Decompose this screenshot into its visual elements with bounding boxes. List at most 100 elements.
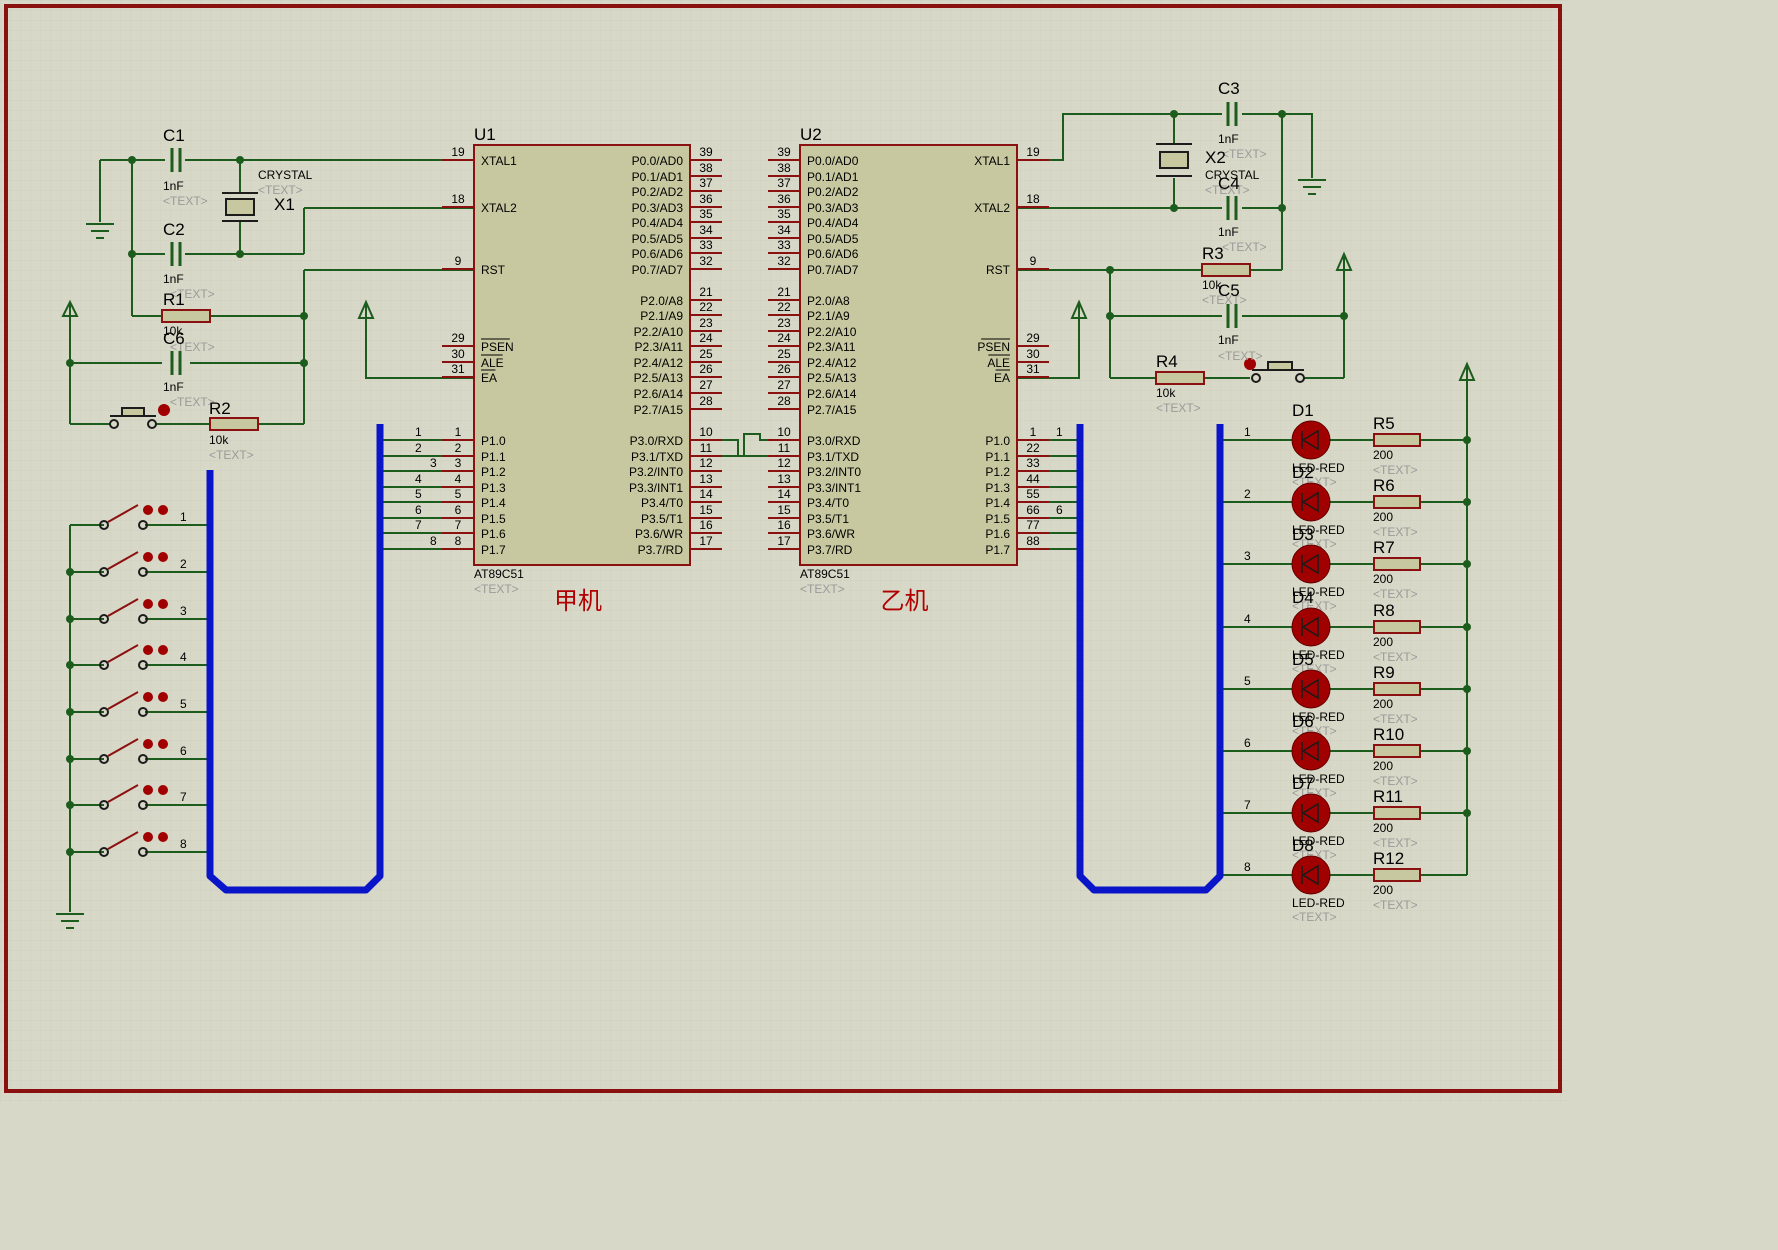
switch-icon bbox=[99, 551, 168, 577]
switch-icon bbox=[99, 598, 168, 624]
resistor-text: <TEXT> bbox=[1373, 587, 1418, 601]
u2-pin-name: P0.1/AD1 bbox=[807, 170, 859, 184]
u2-pin-name: P3.5/T1 bbox=[807, 512, 849, 526]
u1-pin-name: P2.0/A8 bbox=[640, 294, 683, 308]
u1-pin-name: P0.5/AD5 bbox=[632, 232, 684, 246]
schematic-sheet: U1AT89C51<TEXT>甲机19XTAL118XTAL29RST29PSE… bbox=[0, 0, 1568, 1102]
u2-pin-number: 15 bbox=[777, 503, 791, 517]
u1-pin-number: 15 bbox=[699, 503, 713, 517]
resistor-r4-icon bbox=[1155, 371, 1205, 385]
u2-pin-number: 55 bbox=[1026, 487, 1040, 501]
led-icon bbox=[1291, 482, 1331, 522]
u2-pin-name: P2.7/A15 bbox=[807, 403, 857, 417]
ground-icon bbox=[1298, 179, 1326, 195]
r2-ref: R2 bbox=[209, 399, 231, 418]
r3-ref: R3 bbox=[1202, 244, 1224, 263]
diode-icon bbox=[1301, 616, 1319, 638]
u2-pin-name: P3.2/INT0 bbox=[807, 465, 861, 479]
c2-ref: C2 bbox=[163, 220, 185, 239]
led-value: LED-RED bbox=[1292, 772, 1345, 786]
u2-pin-name: P3.6/WR bbox=[807, 527, 855, 541]
resistor-value: 200 bbox=[1373, 572, 1393, 586]
u1-pin-number: 18 bbox=[451, 192, 465, 206]
u2-pin-number: 22 bbox=[1026, 441, 1040, 455]
u2-pin-name: XTAL2 bbox=[974, 201, 1010, 215]
switch-icon bbox=[99, 784, 168, 810]
c5-value: 1nF bbox=[1218, 333, 1239, 347]
u2-pin-name: PSEN bbox=[977, 340, 1010, 354]
resistor-icon bbox=[1373, 682, 1421, 696]
u1-pin-number: 23 bbox=[699, 316, 713, 330]
u2-pin-name: EA bbox=[994, 371, 1010, 385]
led-value: LED-RED bbox=[1292, 710, 1345, 724]
u1-pin-name: P1.1 bbox=[481, 450, 506, 464]
u1-pin-name: P0.1/AD1 bbox=[632, 170, 684, 184]
u2-pin-name: ALE bbox=[987, 356, 1010, 370]
u1-pin-name: P1.0 bbox=[481, 434, 506, 448]
resistor-text: <TEXT> bbox=[1373, 774, 1418, 788]
led-bus-label: 5 bbox=[1244, 674, 1251, 688]
r3-value: 10k bbox=[1202, 278, 1222, 292]
u2-pin-number: 33 bbox=[1026, 456, 1040, 470]
u1-pin-name: P2.4/A12 bbox=[634, 356, 684, 370]
u2-pin-name: P1.4 bbox=[985, 496, 1010, 510]
u1-pin-number: 5 bbox=[455, 487, 462, 501]
switch-icon bbox=[99, 504, 168, 530]
u2-pin-name: P1.0 bbox=[985, 434, 1010, 448]
u2-pin-name: P2.3/A11 bbox=[807, 340, 856, 354]
resistor-value: 200 bbox=[1373, 883, 1393, 897]
c3-value: 1nF bbox=[1218, 132, 1239, 146]
switch-icon bbox=[99, 831, 168, 857]
diode-icon bbox=[1301, 740, 1319, 762]
resistor-icon bbox=[1373, 495, 1421, 509]
u1-pin-name: P0.4/AD4 bbox=[632, 216, 684, 230]
led-ref: D8 bbox=[1292, 836, 1314, 855]
resistor-text: <TEXT> bbox=[1373, 836, 1418, 850]
r2-text: <TEXT> bbox=[209, 448, 254, 462]
u1-pin-number: 19 bbox=[451, 145, 465, 159]
u2-pin-number: 44 bbox=[1026, 472, 1040, 486]
led-value: LED-RED bbox=[1292, 896, 1345, 910]
u1-pin-number: 22 bbox=[699, 300, 713, 314]
u1-pin-number: 38 bbox=[699, 161, 713, 175]
u2-pin-number: 22 bbox=[777, 300, 791, 314]
u2-pin-name: P1.5 bbox=[985, 512, 1010, 526]
x2-ref: X2 bbox=[1205, 148, 1226, 167]
u1-pin-number: 12 bbox=[699, 456, 713, 470]
u1-pin-name: P1.6 bbox=[481, 527, 506, 541]
led-icon bbox=[1291, 669, 1331, 709]
u1-pin-number: 11 bbox=[700, 441, 713, 455]
u1-pin-number: 16 bbox=[699, 518, 713, 532]
u1-pin-number: 8 bbox=[455, 534, 462, 548]
pushbuttons bbox=[109, 358, 1305, 429]
diode-icon bbox=[1301, 491, 1319, 513]
u1-pin-number: 24 bbox=[699, 331, 713, 345]
power-arrow-icon bbox=[1070, 299, 1088, 319]
resistor-icon bbox=[1373, 868, 1421, 882]
u2-pin-number: 39 bbox=[777, 145, 791, 159]
ground-symbols bbox=[56, 179, 1326, 929]
u1-part: AT89C51 bbox=[474, 567, 524, 581]
led-text: <TEXT> bbox=[1292, 910, 1337, 924]
power-arrow-icon bbox=[1335, 251, 1353, 271]
u2-pin-number: 13 bbox=[777, 472, 791, 486]
u2-pin-number: 29 bbox=[1026, 331, 1040, 345]
resistor-r1-icon bbox=[161, 309, 211, 323]
u1-pin-name: P2.5/A13 bbox=[634, 371, 684, 385]
u2-pin-number: 11 bbox=[778, 441, 791, 455]
resistor-value: 200 bbox=[1373, 759, 1393, 773]
led-bus-label: 1 bbox=[1244, 425, 1251, 439]
u1-pin-number: 26 bbox=[699, 362, 713, 376]
c4-text: <TEXT> bbox=[1222, 240, 1267, 254]
u2-pin-number: 33 bbox=[777, 238, 791, 252]
u2-pin-number: 31 bbox=[1026, 362, 1040, 376]
u2-pin-name: P1.6 bbox=[985, 527, 1010, 541]
r4-text: <TEXT> bbox=[1156, 401, 1201, 415]
sheet-border bbox=[4, 4, 1562, 1093]
u1-pin-number: 34 bbox=[699, 223, 713, 237]
bus-label: 7 bbox=[180, 790, 187, 804]
switch-icon bbox=[99, 691, 168, 717]
power-terminals bbox=[61, 251, 1476, 381]
